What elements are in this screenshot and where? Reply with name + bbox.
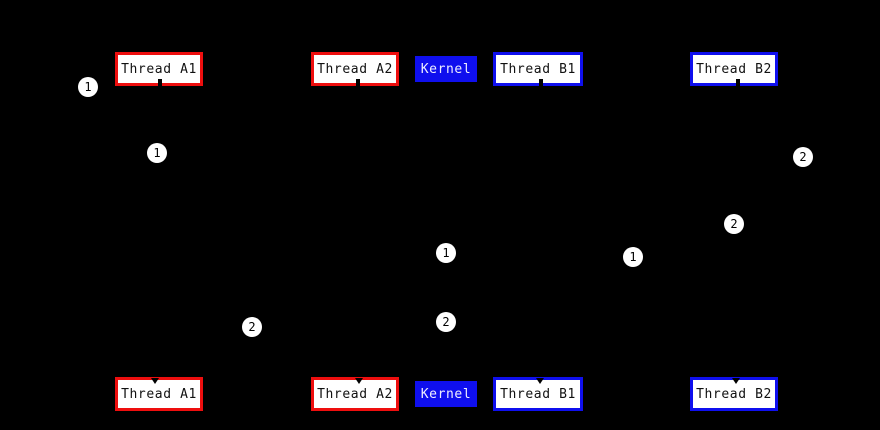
node-label: Thread B2 [696,61,772,77]
node-thread-b2-bottom: Thread B2 [690,377,778,411]
node-label: Kernel [420,61,472,77]
edge-arrowhead [151,378,159,384]
node-thread-a1-top: Thread A1 [115,52,203,87]
edge-arrowhead [536,378,544,384]
step-badge-label: 1 [442,246,450,260]
edge-stub [356,79,360,87]
edge-arrowhead [732,378,740,384]
step-badge-label: 1 [153,146,161,160]
step-badge: 2 [793,147,813,167]
node-thread-b1-top: Thread B1 [493,52,583,87]
node-thread-a2-top: Thread A2 [311,52,399,87]
node-kernel-top: Kernel [415,56,477,82]
node-thread-a2-bottom: Thread A2 [311,377,399,411]
node-label: Thread B1 [500,386,576,402]
node-label: Thread B1 [500,61,576,77]
edge-stub [736,79,740,87]
node-label: Thread A2 [317,61,393,77]
node-label: Thread A1 [121,61,197,77]
node-label: Thread A2 [317,386,393,402]
step-badge: 1 [623,247,643,267]
step-badge-label: 2 [248,320,256,334]
step-badge: 2 [436,312,456,332]
node-thread-b2-top: Thread B2 [690,52,778,87]
step-badge-label: 1 [84,80,92,94]
edge-stub [539,79,543,87]
edge-arrowhead [355,378,363,384]
node-label: Kernel [420,386,472,402]
node-label: Thread B2 [696,386,772,402]
node-label: Thread A1 [121,386,197,402]
step-badge-label: 2 [442,315,450,329]
step-badge: 1 [436,243,456,263]
node-kernel-bottom: Kernel [415,381,477,407]
step-badge: 2 [724,214,744,234]
node-thread-a1-bottom: Thread A1 [115,377,203,411]
step-badge-label: 1 [629,250,637,264]
step-badge: 1 [78,77,98,97]
edge-stub [158,79,162,87]
step-badge: 1 [147,143,167,163]
node-thread-b1-bottom: Thread B1 [493,377,583,411]
step-badge-label: 2 [799,150,807,164]
step-badge-label: 2 [730,217,738,231]
step-badge: 2 [242,317,262,337]
